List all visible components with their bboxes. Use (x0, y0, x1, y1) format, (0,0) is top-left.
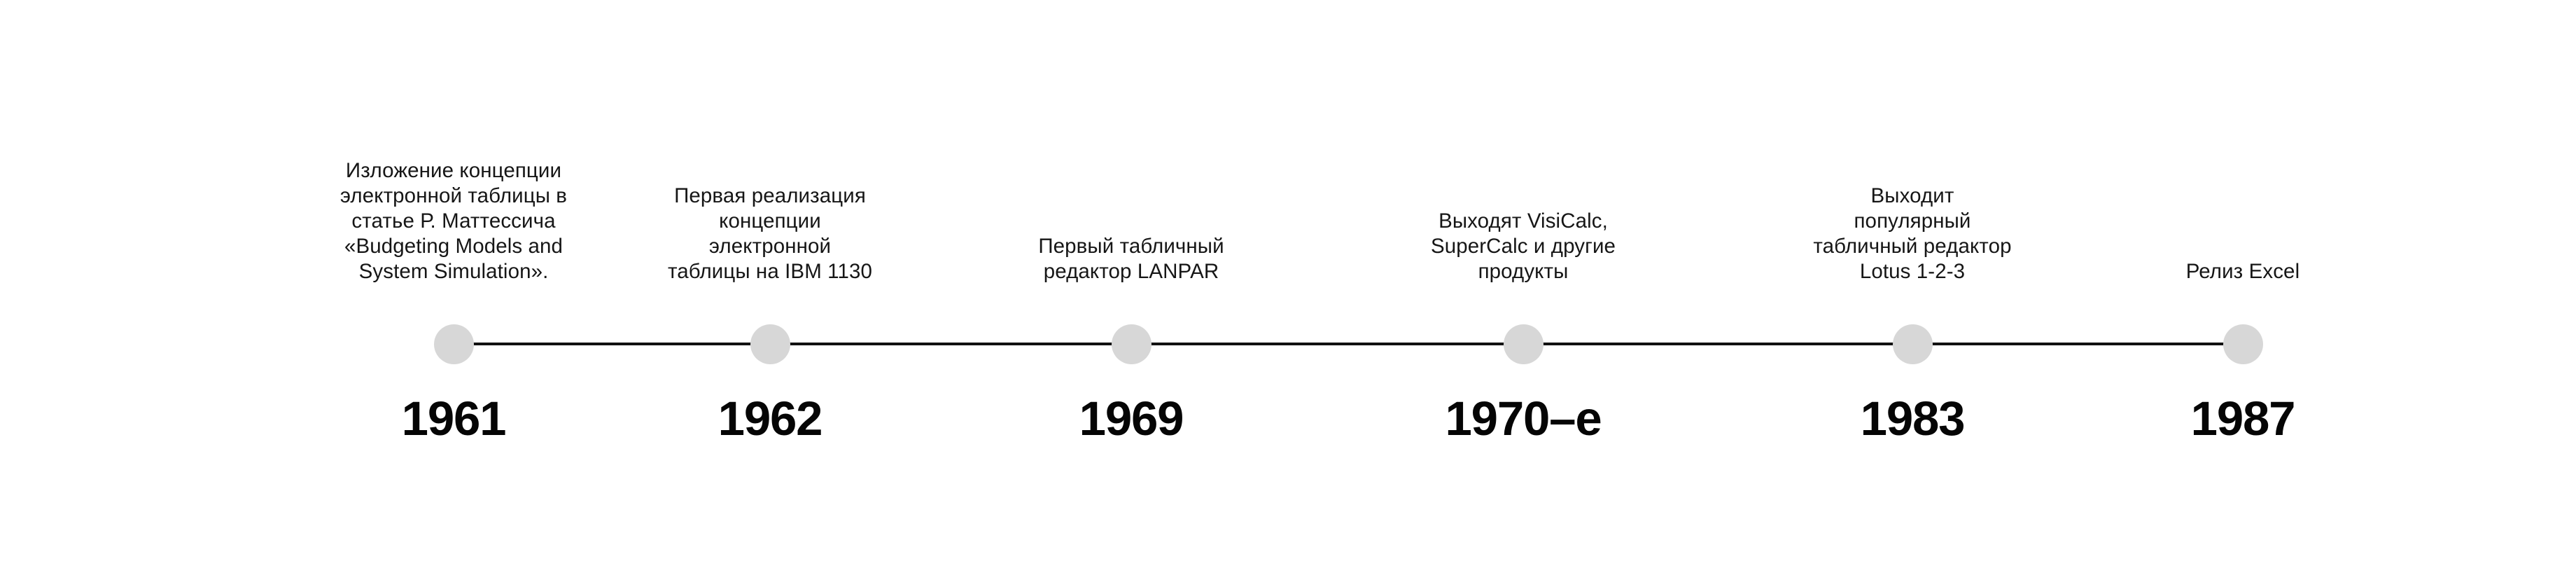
milestone-year: 1962 (718, 392, 823, 446)
milestone-description: Релиз Excel (2185, 260, 2300, 283)
milestone-year: 1970–е (1445, 392, 1602, 446)
milestone-description: Выходят VisiCalc, SuperCalc и другие про… (1430, 209, 1616, 283)
milestone-year: 1961 (401, 392, 507, 446)
milestone-year: 1969 (1079, 392, 1184, 446)
timeline-milestone: Выходит популярный табличный редактор Lo… (1716, 0, 2108, 580)
timeline-milestone: Релиз Excel 1987 (2047, 0, 2439, 580)
milestone-description: Первая реализация концепции электронной … (667, 184, 873, 283)
timeline-rail (454, 343, 2243, 345)
timeline-milestone: Изложение концепции электронной таблицы … (258, 0, 650, 580)
milestone-year: 1983 (1860, 392, 1966, 446)
timeline-milestone: Выходят VisiCalc, SuperCalc и другие про… (1327, 0, 1719, 580)
timeline-milestone: Первая реализация концепции электронной … (574, 0, 966, 580)
milestone-description: Изложение концепции электронной таблицы … (340, 159, 568, 283)
milestone-description: Первый табличный редактор LANPAR (1038, 235, 1224, 283)
milestone-year: 1987 (2190, 392, 2296, 446)
timeline-milestone: Первый табличный редактор LANPAR 1969 (935, 0, 1327, 580)
milestone-description: Выходит популярный табличный редактор Lo… (1813, 184, 2012, 283)
